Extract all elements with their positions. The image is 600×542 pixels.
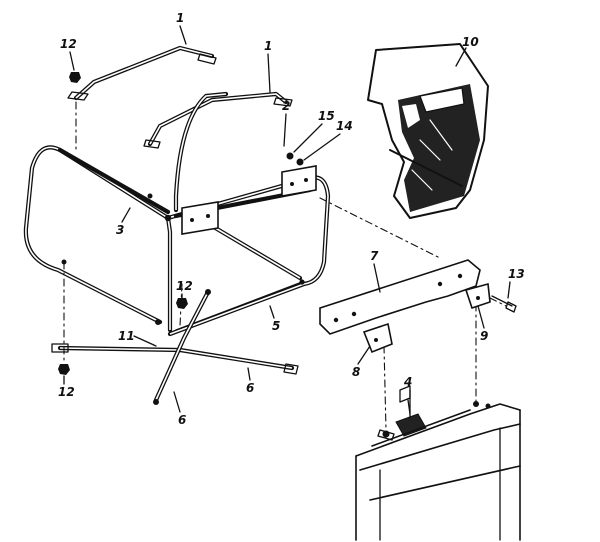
callout-leaders xyxy=(63,25,511,419)
mounting-bracket-bar xyxy=(319,259,481,335)
small-bracket xyxy=(362,322,393,354)
callout-15: 15 xyxy=(318,109,335,123)
callout-labels: 1 1 2 3 4 5 6 6 7 8 9 10 11 12 12 12 13 … xyxy=(58,11,525,427)
bottom-rim xyxy=(175,279,305,331)
mounting-bolt xyxy=(491,295,517,313)
callout-12b: 12 xyxy=(176,279,193,293)
bag-frame-main xyxy=(23,91,331,337)
callout-13: 13 xyxy=(508,267,525,281)
callout-9: 9 xyxy=(480,329,488,343)
callout-11: 11 xyxy=(118,329,135,343)
callout-1b: 1 xyxy=(264,39,272,53)
bag-chute xyxy=(367,43,489,219)
mower-deck-housing xyxy=(355,401,521,541)
callout-12a: 12 xyxy=(60,37,77,51)
callout-6b: 6 xyxy=(178,413,186,427)
callout-4: 4 xyxy=(403,375,412,389)
callout-8: 8 xyxy=(352,365,360,379)
latch-assembly xyxy=(395,385,427,437)
side-bracket xyxy=(464,282,491,310)
hardware-nuts xyxy=(58,72,304,375)
callout-1a: 1 xyxy=(176,11,184,25)
callout-3: 3 xyxy=(116,223,124,237)
callout-10: 10 xyxy=(462,35,479,49)
callout-2: 2 xyxy=(282,99,290,113)
callout-7: 7 xyxy=(370,249,379,263)
callout-6a: 6 xyxy=(246,381,254,395)
upper-support-bar-right xyxy=(143,91,293,149)
callout-12c: 12 xyxy=(58,385,75,399)
upper-support-bar-left xyxy=(67,45,217,101)
cross-brace-diagonal xyxy=(153,289,211,405)
frame-mounting-plates xyxy=(181,165,317,235)
callout-5: 5 xyxy=(272,319,280,333)
callout-14: 14 xyxy=(336,119,353,133)
